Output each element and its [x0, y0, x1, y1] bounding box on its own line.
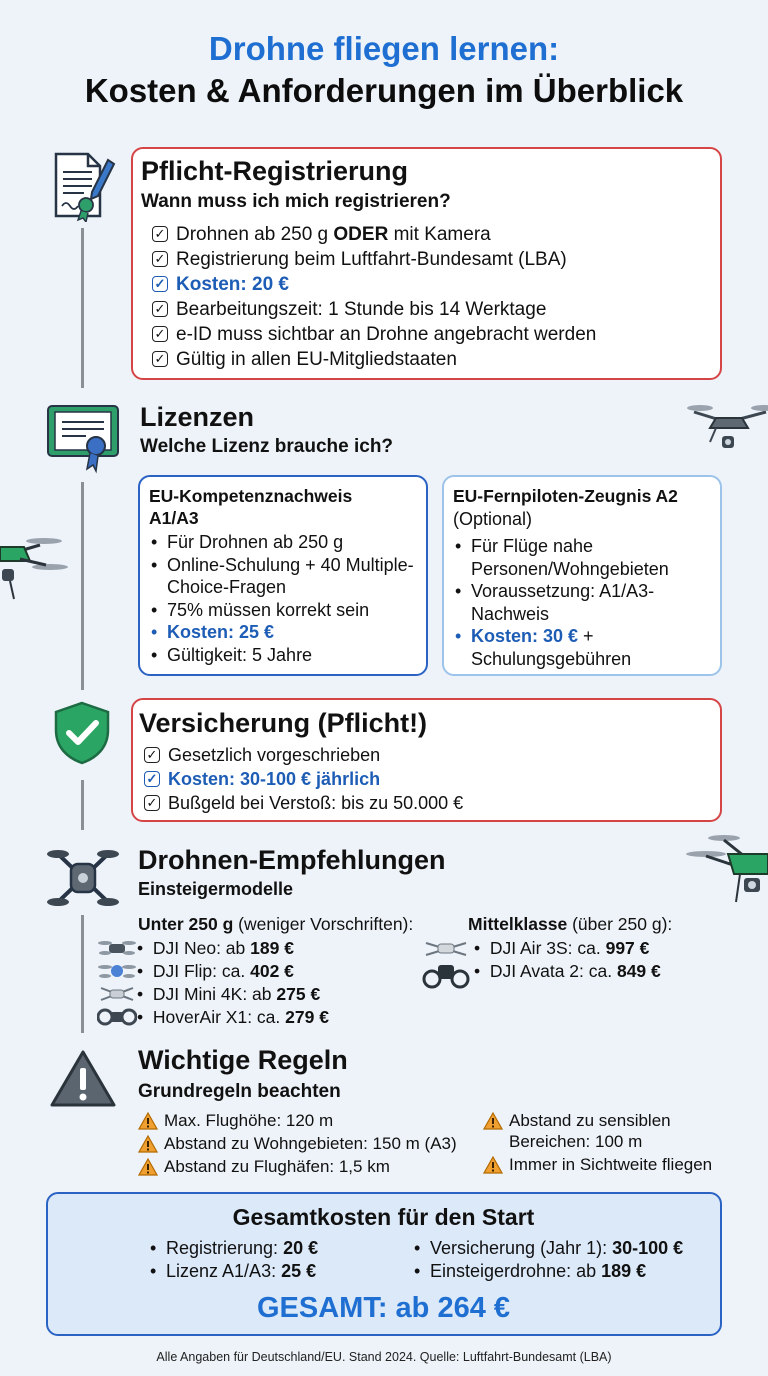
dji-mini-4k-thumbnail-icon [100, 987, 134, 1001]
list-item: Einsteigerdrohne: ab 189 € [410, 1260, 720, 1283]
license-a1a3-card: EU-Kompetenznachweis A1/A3 Für Drohnen a… [138, 475, 428, 676]
timeline-segment [81, 482, 84, 690]
warning-icon [483, 1112, 503, 1130]
certificate-document-icon [50, 150, 122, 224]
list-item: Registrierung beim Luftfahrt-Bundesamt (… [149, 247, 709, 272]
timeline-segment [81, 228, 84, 388]
list-item-cost: Kosten: 30 € + Schulungsgebühren [451, 625, 711, 670]
total-costs-left: Registrierung: 20 € Lizenz A1/A3: 25 € [146, 1237, 426, 1282]
mid-heading: Mittelklasse (über 250 g): [468, 914, 673, 934]
timeline-segment [81, 780, 84, 830]
drone-illustration-icon [684, 826, 768, 910]
insurance-card: Versicherung (Pflicht!) Gesetzlich vorge… [131, 698, 722, 822]
drone-illustration-icon [686, 398, 768, 468]
list-item: • HoverAir X1: ca. 279 € [97, 1006, 397, 1028]
license-a2-card: EU-Fernpiloten-Zeugnis A2 (Optional) Für… [442, 475, 722, 676]
list-item: Gültigkeit: 5 Jahre [147, 644, 417, 667]
page-title-line1: Drohne fliegen lernen: [208, 30, 560, 67]
insurance-title: Versicherung (Pflicht!) [139, 708, 428, 738]
license-a1a3-list: Für Drohnen ab 250 g Online-Schulung + 4… [147, 531, 417, 666]
total-costs-title: Gesamtkosten für den Start [232, 1204, 535, 1230]
registration-title: Pflicht-Registrierung [141, 156, 409, 186]
rule-item: Abstand zu Flughäfen: 1,5 km [138, 1156, 504, 1177]
list-item: • DJI Air 3S: ca. 997 € [422, 937, 722, 959]
warning-icon [138, 1158, 158, 1176]
warning-icon [483, 1156, 503, 1174]
hoverair-x1-thumbnail-icon [97, 1008, 137, 1026]
list-item: Online-Schulung + 40 Multiple-Choice-Fra… [147, 554, 417, 599]
list-item-cost: Kosten: 25 € [147, 621, 417, 644]
page-title-line2: Kosten & Anforderungen im Überblick [84, 72, 684, 109]
footer-source: Alle Angaben für Deutschland/EU. Stand 2… [156, 1350, 612, 1364]
dji-avata-2-thumbnail-icon [422, 965, 470, 989]
list-item-cost: Kosten: 20 € [149, 272, 709, 297]
list-item: • DJI Flip: ca. 402 € [97, 960, 397, 982]
license-a2-optional: (Optional) [453, 509, 533, 529]
total-costs-box: Gesamtkosten für den Start Registrierung… [46, 1192, 722, 1336]
list-item: Für Drohnen ab 250 g [147, 531, 417, 554]
list-item-cost: Kosten: 30-100 € jährlich [141, 767, 701, 791]
quadcopter-icon [46, 842, 120, 914]
drones-subtitle: Einsteigermodelle [138, 879, 294, 899]
registration-card: Pflicht-Registrierung Wann muss ich mich… [131, 147, 722, 380]
list-item: • DJI Avata 2: ca. 849 € [422, 960, 722, 989]
list-item: Versicherung (Jahr 1): 30-100 € [410, 1237, 720, 1260]
list-item: • DJI Neo: ab 189 € [97, 937, 397, 959]
rule-item: Abstand zu Wohngebieten: 150 m (A3) [138, 1133, 514, 1154]
warning-icon [138, 1112, 158, 1130]
license-a1a3-title: EU-Kompetenznachweis A1/A3 [149, 486, 353, 528]
dji-neo-thumbnail-icon [98, 941, 136, 955]
dji-flip-thumbnail-icon [98, 965, 136, 978]
list-item: Gültig in allen EU-Mitgliedstaaten [149, 347, 709, 372]
list-item: • DJI Mini 4K: ab 275 € [97, 983, 397, 1005]
licenses-subtitle: Welche Lizenz brauche ich? [140, 436, 394, 457]
shield-check-icon [52, 700, 112, 766]
warning-icon [138, 1135, 158, 1153]
rules-title: Wichtige Regeln [138, 1045, 348, 1075]
license-certificate-icon [46, 402, 122, 474]
rule-item: Immer in Sichtweite fliegen [483, 1154, 768, 1175]
total-costs-right: Versicherung (Jahr 1): 30-100 € Einsteig… [410, 1237, 720, 1282]
registration-list: Drohnen ab 250 g ODER mit Kamera Registr… [149, 222, 709, 372]
list-item: Für Flüge nahe Personen/Wohngebieten [451, 535, 711, 580]
rule-item: Abstand zu sensiblen Bereichen: 100 m [483, 1110, 749, 1152]
rule-item: Max. Flughöhe: 120 m [138, 1110, 504, 1131]
under250-heading: Unter 250 g (weniger Vorschriften): [138, 914, 414, 934]
license-a2-list: Für Flüge nahe Personen/Wohngebieten Vor… [451, 535, 711, 670]
registration-subtitle: Wann muss ich mich registrieren? [141, 191, 451, 212]
grand-total: GESAMT: ab 264 € [256, 1292, 511, 1324]
list-item: Bußgeld bei Verstoß: bis zu 50.000 € [141, 791, 701, 815]
insurance-list: Gesetzlich vorgeschrieben Kosten: 30-100… [141, 743, 701, 815]
list-item: Gesetzlich vorgeschrieben [141, 743, 701, 767]
dji-air-3s-thumbnail-icon [425, 942, 467, 956]
list-item: 75% müssen korrekt sein [147, 599, 417, 622]
list-item: e-ID muss sichtbar an Drohne angebracht … [149, 322, 709, 347]
list-item: Lizenz A1/A3: 25 € [146, 1260, 426, 1283]
list-item: Voraussetzung: A1/A3-Nachweis [451, 580, 711, 625]
licenses-title: Lizenzen [140, 402, 255, 432]
list-item: Drohnen ab 250 g ODER mit Kamera [149, 222, 709, 247]
timeline-segment [81, 915, 84, 1033]
list-item: Registrierung: 20 € [146, 1237, 426, 1260]
drones-title: Drohnen-Empfehlungen [138, 845, 446, 875]
list-item: Bearbeitungszeit: 1 Stunde bis 14 Werkta… [149, 297, 709, 322]
rules-subtitle: Grundregeln beachten [138, 1081, 341, 1102]
drone-illustration-icon [0, 525, 72, 605]
license-a2-title: EU-Fernpiloten-Zeugnis A2 [453, 486, 678, 506]
warning-triangle-icon [48, 1048, 118, 1110]
